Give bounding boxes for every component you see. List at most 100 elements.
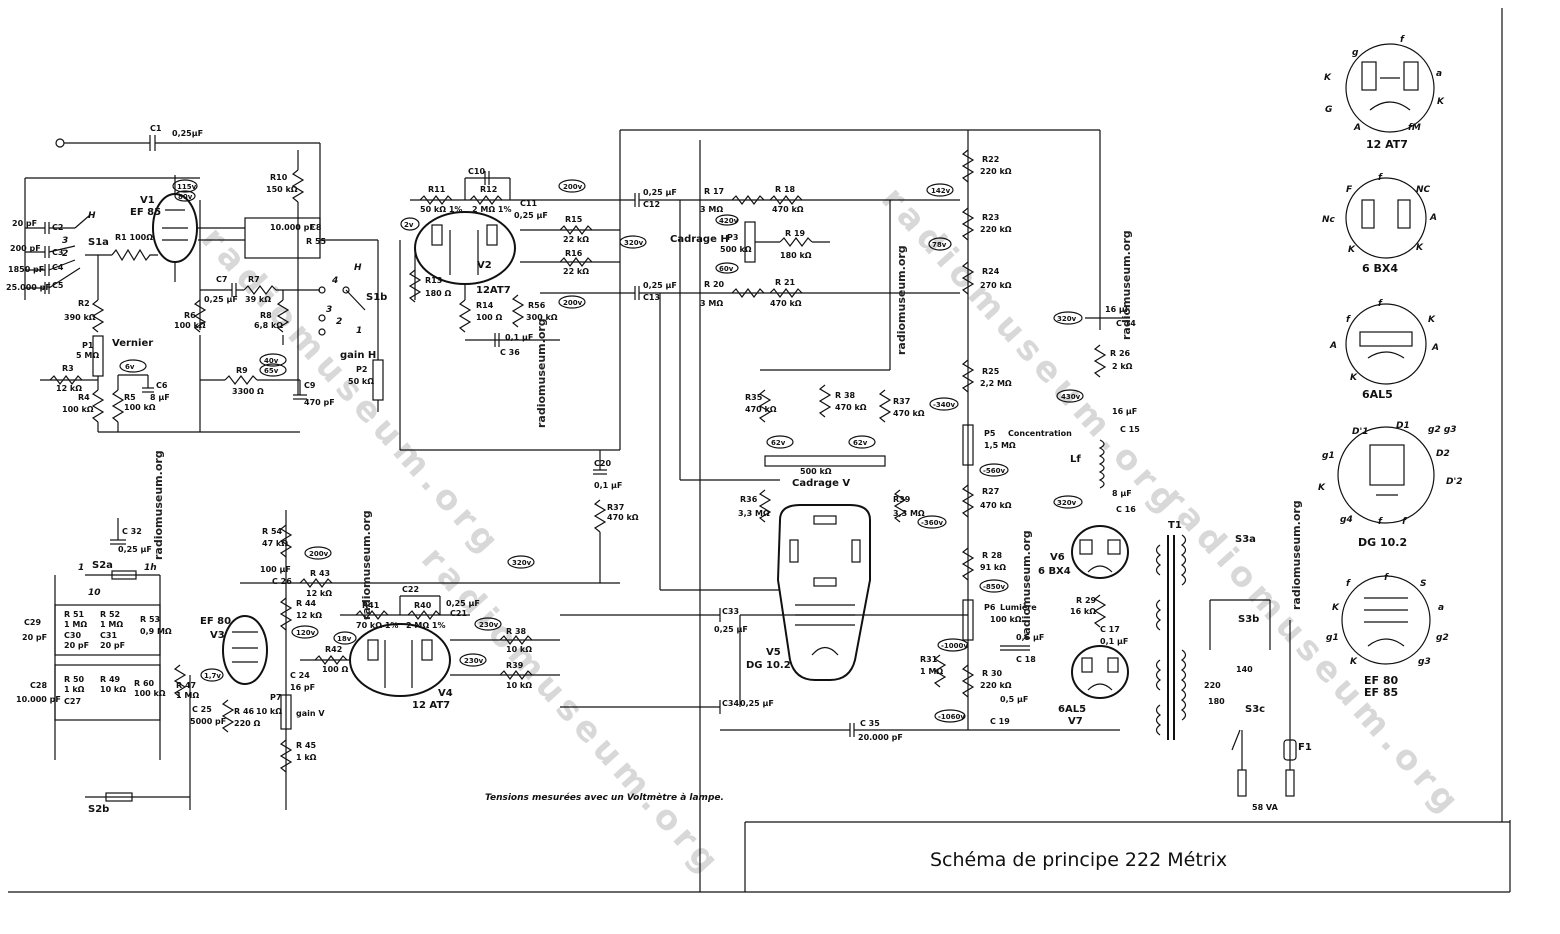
r30-ref: R 30 (982, 669, 1003, 678)
r60-ref: R 60 (134, 679, 155, 688)
r4-value: 100 kΩ (62, 405, 94, 414)
pinout-12at7: g f K G K a A fM 12 AT7 (1324, 35, 1445, 151)
c5-ref: C5 (52, 281, 64, 290)
watermark-7: radiomuseum.org (1290, 500, 1303, 610)
volt-62b: 62v (853, 439, 868, 447)
svg-text:K: K (1332, 603, 1340, 613)
r39-ref: R39 (893, 495, 911, 504)
r50-value: 1 kΩ (64, 685, 85, 694)
volt-320d: 320v (512, 559, 532, 567)
c21-ref: C21 (450, 609, 467, 618)
watermark-5: radiomuseum.org (360, 510, 373, 620)
watermark-1: radiomuseum.org (535, 318, 548, 428)
s2b-label: S2b (88, 804, 109, 815)
c8-ref: C8 (310, 223, 322, 232)
s3b-label: S3b (1238, 614, 1259, 625)
r12-value: 2 MΩ 1% (472, 205, 511, 214)
sheet-frame (8, 8, 1511, 893)
crt-section: R35 470 kΩ R 38 470 kΩ R37 470 kΩ 62v 62… (659, 200, 925, 681)
watermark-big-3: radiomuseum.org (873, 179, 1190, 525)
c14-ref: C 14 (1116, 319, 1136, 328)
r4-ref: R4 (78, 393, 90, 402)
volt-65: 65v (264, 367, 279, 375)
svg-text:f: f (1402, 517, 1407, 527)
volt-2: 2v (404, 221, 414, 229)
c32-value: 0,25 µF (118, 545, 152, 554)
c27-ref: C27 (64, 697, 81, 706)
c12-ref: C12 (643, 200, 660, 209)
svg-text:g2 g3: g2 g3 (1428, 425, 1457, 435)
schematic-title: Schéma de principe 222 Métrix (930, 849, 1227, 871)
svg-text:F: F (1346, 185, 1353, 195)
svg-text:f: f (1378, 299, 1383, 309)
c9-value: 470 pF (304, 398, 335, 407)
c16-ref: C 16 (1116, 505, 1136, 514)
pos-h: H (88, 211, 96, 221)
svg-text:g1: g1 (1322, 451, 1335, 461)
c33-value: 0,25 µF (714, 625, 748, 634)
svg-text:K: K (1350, 657, 1358, 667)
r3-ref: R3 (62, 364, 74, 373)
power-supply: 320v 16 µF C 14 R 26 2 kΩ 430v 16 µF C 1… (1038, 130, 1312, 812)
r37b-value: 470 kΩ (607, 513, 639, 522)
svg-text:a: a (1438, 603, 1444, 613)
volt-m360: -360v (921, 519, 944, 527)
r17-ref: R 17 (704, 187, 724, 196)
c33-ref: C33 (722, 607, 739, 616)
c20-value: 0,1 µF (594, 481, 622, 490)
r31-ref: R31 (920, 655, 938, 664)
watermark-labels: radiomuseum.org radiomuseum.org radiomus… (152, 230, 1303, 640)
svg-text:K: K (1428, 315, 1436, 325)
pinout-6al5: f f K A A K 6AL5 (1329, 299, 1439, 401)
c21-value: 0,25 µF (446, 599, 480, 608)
footnote: Tensions mesurées avec un Voltmètre à la… (485, 792, 724, 803)
h-deflection: 0,25 µF C12 0,25 µF C13 Cadrage H R 17 3… (540, 129, 1100, 450)
svg-text:K: K (1324, 73, 1332, 83)
volt-m1000: -1000v (941, 642, 968, 650)
v7-type: 6AL5 (1058, 704, 1086, 715)
concentration-label: Concentration (1008, 429, 1072, 438)
volt-1-7: 1,7v (204, 672, 221, 680)
v4-ref: V4 (438, 688, 453, 699)
r8-ref: R8 (260, 311, 272, 320)
pinout-ef80-name-1: EF 80 (1364, 674, 1399, 687)
volt-78: 78v (932, 241, 947, 249)
volt-320b: 320v (1057, 315, 1077, 323)
r20-ref: R 20 (704, 280, 725, 289)
r16-value: 22 kΩ (563, 267, 589, 276)
volt-320a: 320v (624, 239, 644, 247)
r38-value: 470 kΩ (835, 403, 867, 412)
r21-value: 470 kΩ (770, 299, 802, 308)
r56-value: 300 kΩ (526, 313, 558, 322)
volt-6v: 6v (125, 363, 135, 371)
r24-ref: R24 (982, 267, 1000, 276)
pinout-dg10-2-name: DG 10.2 (1358, 536, 1407, 549)
c24-value: 16 pF (290, 683, 315, 692)
r47-ref: R 47 (176, 681, 196, 690)
gain-h-label: gain H (340, 350, 376, 361)
volt-200c: 200v (309, 550, 329, 558)
r39b-ref: R39 (506, 661, 524, 670)
r38b-ref: R 38 (506, 627, 527, 636)
r7-ref: R7 (248, 275, 260, 284)
c30-value: 20 pF (64, 641, 89, 650)
c7-value: 0,25 µF (204, 295, 238, 304)
c1-value: 0,25µF (172, 129, 203, 138)
r56-ref: R56 (528, 301, 546, 310)
svg-text:A: A (1429, 213, 1437, 223)
watermark-background: radiomuseum.org radiomuseum.org radiomus… (193, 179, 1470, 885)
c15-ref: C 15 (1120, 425, 1140, 434)
r10-value: 150 kΩ (266, 185, 298, 194)
v4-envelope (349, 623, 451, 697)
c12-value: 0,25 µF (643, 188, 677, 197)
svg-text:Nc: Nc (1322, 215, 1336, 225)
svg-text:G: G (1325, 105, 1332, 115)
r42-value: 100 Ω (322, 665, 348, 674)
svg-text:fM: fM (1408, 123, 1421, 133)
mains-180: 180 (1208, 697, 1225, 706)
r28-ref: R 28 (982, 551, 1003, 560)
v1-tube: V1 EF 85 115v 80v (130, 175, 245, 330)
c6-value: 8 µF (150, 393, 170, 402)
c25-value: 5000 pF (190, 717, 226, 726)
c11-ref: C11 (520, 199, 537, 208)
